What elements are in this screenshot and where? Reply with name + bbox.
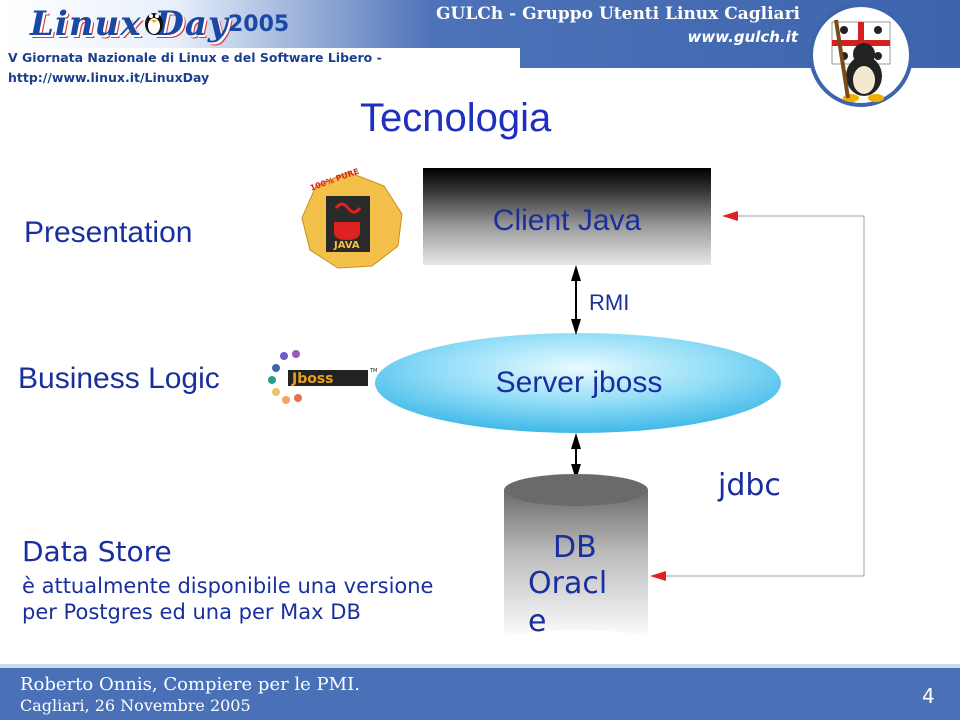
layer-label-data-store: Data Store xyxy=(22,535,172,568)
db-label-line-3: e xyxy=(528,604,547,639)
server-db-arrow xyxy=(571,433,581,480)
client-java-box xyxy=(423,168,711,265)
db-label-line-2: Oracl xyxy=(528,566,608,601)
server-ellipse xyxy=(375,333,781,433)
tux-icon xyxy=(145,13,163,35)
jdbc-label: jdbc xyxy=(718,468,781,503)
header-subtitle: V Giornata Nazionale di Linux e del Soft… xyxy=(0,48,520,85)
footer-author: Roberto Onnis, Compiere per le PMI. xyxy=(20,674,360,695)
java-logo: JAVA 100% PURE xyxy=(301,167,403,269)
footer-divider xyxy=(0,664,960,668)
gulch-mascot-badge xyxy=(809,3,913,107)
db-label-line-1: DB xyxy=(553,530,597,565)
availability-note-line-1: è attualmente disponibile una versione xyxy=(22,574,434,598)
group-name: GULCh - Gruppo Utenti Linux Cagliari xyxy=(436,4,800,24)
page-number: 4 xyxy=(922,684,935,708)
footer-date: Cagliari, 26 Novembre 2005 xyxy=(20,696,251,715)
jdbc-connector xyxy=(650,211,865,581)
server-jboss-label: Server jboss xyxy=(495,366,663,399)
slide-title: Tecnologia xyxy=(360,96,552,140)
header-banner: Linux Day 2005 V Giornata Nazionale di L… xyxy=(0,0,960,107)
jboss-logo: Jboss TM xyxy=(268,350,377,404)
rmi-arrow xyxy=(571,265,581,335)
availability-note-line-2: per Postgres ed una per Max DB xyxy=(22,600,361,624)
group-url: www.gulch.it xyxy=(687,28,798,46)
event-year: 2005 xyxy=(228,12,290,37)
footer-bar xyxy=(0,664,960,720)
database-cylinder xyxy=(504,474,648,650)
client-java-label: Client Java xyxy=(492,204,642,237)
layer-label-business-logic: Business Logic xyxy=(18,362,220,395)
java-logo-text: JAVA xyxy=(333,240,360,251)
rmi-label: RMI xyxy=(589,290,630,315)
linux-day-logo: Linux Day xyxy=(30,4,229,44)
jboss-logo-text: Jboss xyxy=(291,371,334,387)
layer-label-presentation: Presentation xyxy=(24,216,193,249)
jboss-logo-tm: TM xyxy=(369,368,377,374)
